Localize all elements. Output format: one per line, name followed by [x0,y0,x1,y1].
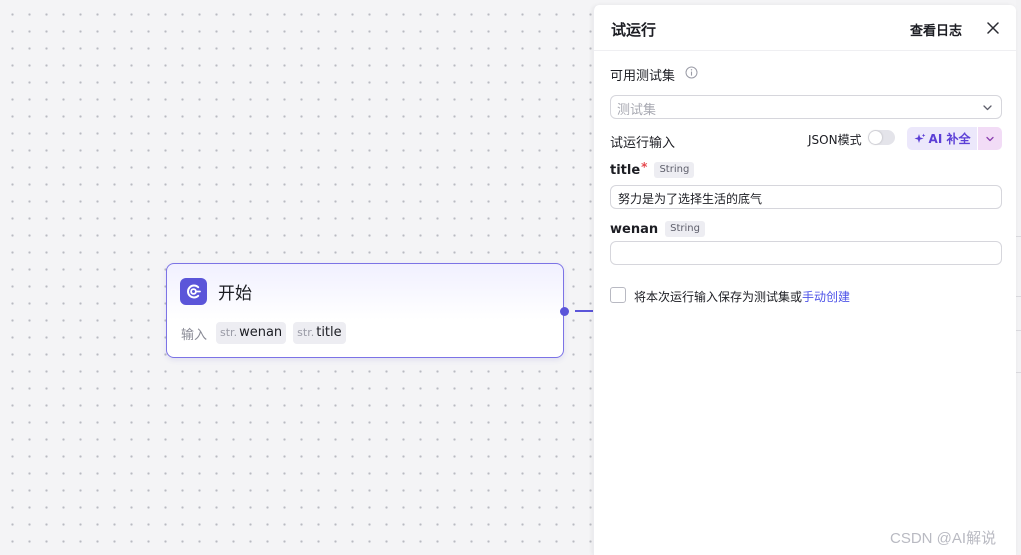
wenan-input[interactable] [610,241,1002,265]
info-icon[interactable] [685,66,698,79]
close-icon [987,22,999,34]
chevron-down-icon [986,136,994,141]
test-set-placeholder: 测试集 [617,103,657,118]
test-run-panel: 试运行 查看日志 可用测试集 测试集 试运行输入 JSON模式 AI 补全 [593,5,1016,555]
field-label-title: title * String [610,160,695,178]
variable-type: str. [297,326,315,339]
variable-chip-wenan: str. wenan [216,322,287,344]
field-name: title [610,162,641,178]
type-tag: String [665,221,705,237]
view-logs-button[interactable]: 查看日志 [910,24,963,39]
test-set-label: 可用测试集 [610,69,676,84]
start-node-icon [180,278,207,305]
field-name: wenan [610,221,659,237]
start-node[interactable]: 开始 输入 str. wenan str. title [166,263,564,358]
variable-name: title [316,325,342,340]
inputs-label: 输入 [181,327,208,343]
edge-strip [1016,0,1021,555]
panel-title: 试运行 [611,21,657,39]
variable-type: str. [220,326,238,339]
start-node-inputs: 输入 str. wenan str. title [181,322,353,344]
start-node-title: 开始 [218,284,252,304]
panel-header: 试运行 查看日志 [594,5,1016,51]
save-as-test-set-label: 将本次运行输入保存为测试集或 [634,290,803,304]
close-button[interactable] [984,19,1002,37]
ai-complete-label: AI 补全 [928,132,971,146]
chevron-down-icon [983,105,992,111]
sparkle-icon [914,133,925,143]
start-node-header: 开始 [180,278,252,305]
manual-create-link[interactable]: 手动创建 [802,290,851,304]
field-label-wenan: wenan String [610,221,705,237]
watermark: CSDN @AI解说 [890,530,997,547]
json-mode-toggle[interactable] [868,130,895,145]
save-as-test-set-text: 将本次运行输入保存为测试集或手动创建 [634,288,850,305]
ai-complete-button[interactable]: AI 补全 [907,127,977,150]
required-mark: * [641,160,648,174]
save-as-test-set-checkbox[interactable] [610,287,626,303]
type-tag: String [654,162,695,178]
variable-chip-title: str. title [293,322,346,344]
test-set-select[interactable]: 测试集 [610,95,1002,119]
run-input-label: 试运行输入 [610,136,676,151]
start-node-output-port[interactable] [560,307,569,316]
connection-line [575,310,593,312]
ai-complete-dropdown[interactable] [978,127,1002,150]
variable-name: wenan [239,325,283,340]
json-mode-label: JSON模式 [808,133,862,147]
title-input[interactable]: 努力是为了选择生活的底气 [610,185,1002,209]
